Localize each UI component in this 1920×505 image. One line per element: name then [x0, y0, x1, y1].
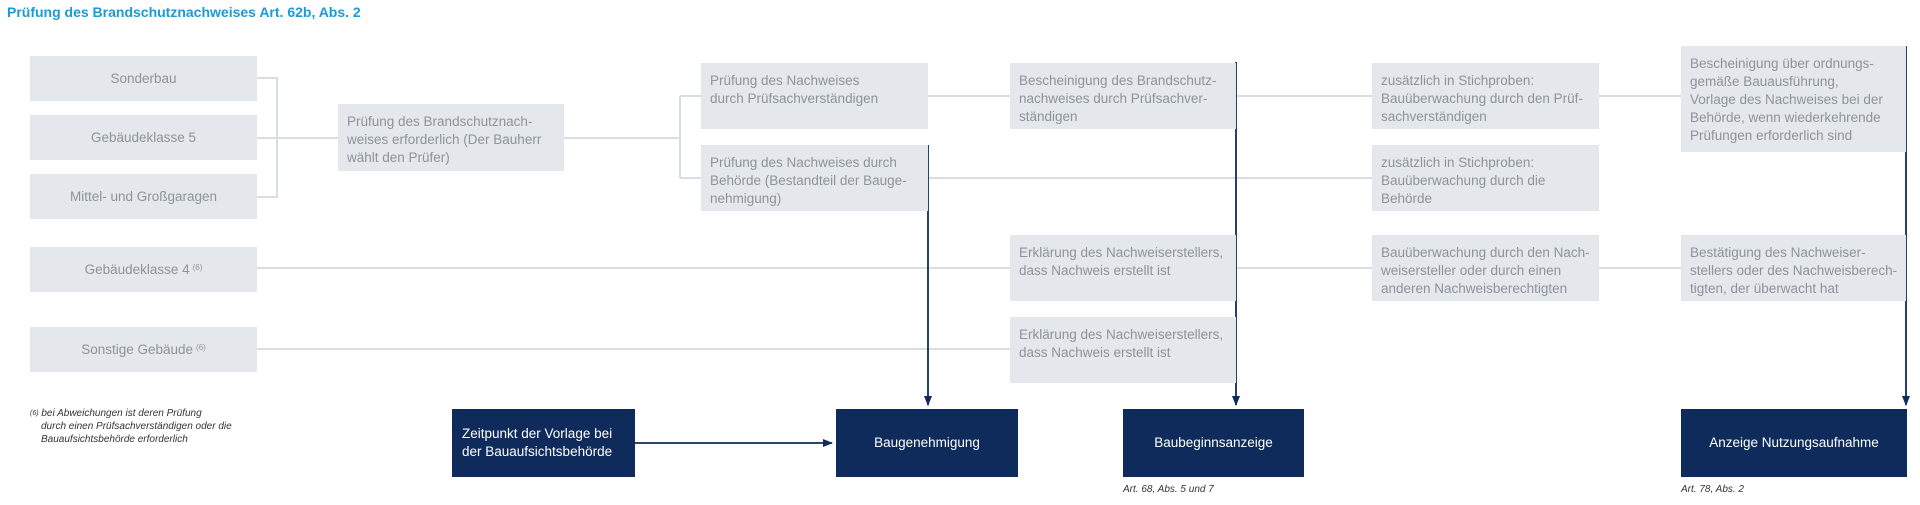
category-sonderbau-label: Sonderbau	[110, 70, 177, 86]
step-bescheinigung-prufsachverstaendiger: Bescheinigung des Brandschutz- nachweise…	[1010, 63, 1236, 129]
step-stichprobe-prufsachverstaendiger: zusätzlich in Stichproben: Bauüberwachun…	[1372, 63, 1599, 129]
step-text-line: Behörde	[1381, 191, 1433, 206]
step-text-line: gemäße Bauausführung,	[1690, 74, 1839, 89]
category-gk5-label: Gebäudeklasse 5	[90, 129, 197, 145]
step-pruefer-erforderlich: Prüfung des Brandschutznach- weises erfo…	[338, 104, 564, 171]
step-text-line: weisersteller oder durch einen	[1381, 263, 1562, 278]
footnote-number: (6)	[30, 410, 39, 417]
milestone-baugenehmigung: Baugenehmigung	[836, 409, 1018, 477]
step-text-line: Erklärung des Nachweiserstellers,	[1019, 245, 1224, 260]
step-bestaetigung-nachweisersteller: Bestätigung des Nachweiser- stellers ode…	[1681, 235, 1906, 301]
step-text-line: Bescheinigung über ordnungs-	[1690, 56, 1874, 71]
step-text-line: Bauüberwachung durch die	[1381, 173, 1546, 188]
step-text-line: Prüfung des Brandschutznach-	[347, 114, 533, 129]
category-garagen: Mittel- und Großgaragen	[30, 174, 257, 219]
category-sonderbau: Sonderbau	[30, 56, 257, 101]
step-stichprobe-behoerde: zusätzlich in Stichproben: Bauüberwachun…	[1372, 145, 1599, 211]
milestone-nutzungsaufnahme: Anzeige Nutzungsaufnahme	[1681, 409, 1907, 477]
step-text-line: zusätzlich in Stichproben:	[1381, 73, 1535, 88]
step-text-line: wählt den Prüfer)	[347, 150, 450, 165]
step-text-line: ständigen	[1019, 109, 1078, 124]
step-pruefung-prufsachverstaendiger: Prüfung des Nachweises durch Prüfsachver…	[701, 63, 928, 129]
step-text-line: Bescheinigung des Brandschutz-	[1019, 73, 1217, 88]
footnote-mark: (6)	[192, 262, 203, 272]
step-text-line: zusätzlich in Stichproben:	[1381, 155, 1535, 170]
category-gebaeudeklasse-4: Gebäudeklasse 4(6)	[30, 247, 257, 292]
step-bescheinigung-bauausfuehrung: Bescheinigung über ordnungs- gemäße Baua…	[1681, 46, 1906, 152]
step-text-line: tigten, der überwacht hat	[1690, 281, 1839, 296]
footnote-line: Bauaufsichtsbehörde erforderlich	[41, 434, 188, 445]
milestone-text-line: Zeitpunkt der Vorlage bei	[462, 426, 613, 441]
step-text-line: nachweises durch Prüfsachver-	[1019, 91, 1208, 106]
step-text-line: Bauüberwachung durch den Prüf-	[1381, 91, 1583, 106]
step-text-line: Vorlage des Nachweises bei der	[1690, 92, 1883, 107]
step-text-line: Prüfungen erforderlich sind	[1690, 128, 1853, 143]
milestone-baugenehmigung-label: Baugenehmigung	[874, 435, 980, 450]
step-erklaerung-nachweisersteller-2: Erklärung des Nachweiserstellers, dass N…	[1010, 317, 1236, 383]
step-text-line: dass Nachweis erstellt ist	[1019, 345, 1171, 360]
page-title: Prüfung des Brandschutznachweises Art. 6…	[7, 4, 361, 20]
footnote-line: durch einen Prüfsachverständigen oder di…	[41, 421, 232, 432]
step-text-line: durch Prüfsachverständigen	[710, 91, 879, 106]
category-sonstige-gebaeude: Sonstige Gebäude(6)	[30, 327, 257, 372]
category-garagen-label: Mittel- und Großgaragen	[69, 188, 218, 204]
step-text-line: dass Nachweis erstellt ist	[1019, 263, 1171, 278]
category-gk4-label: Gebäudeklasse 4	[84, 261, 190, 277]
milestone-baubeginnsanzeige: Baubeginnsanzeige	[1123, 409, 1304, 477]
footnote-line: bei Abweichungen ist deren Prüfung	[41, 408, 202, 419]
step-erklaerung-nachweisersteller-1: Erklärung des Nachweiserstellers, dass N…	[1010, 235, 1236, 301]
step-pruefung-behoerde: Prüfung des Nachweises durch Behörde (Be…	[701, 145, 928, 211]
footnote-mark: (6)	[196, 342, 206, 352]
step-text-line: anderen Nachweisberechtigten	[1381, 281, 1568, 296]
step-text-line: weises erforderlich (Der Bauherr	[347, 132, 542, 147]
category-sonstige-label: Sonstige Gebäude	[81, 341, 194, 357]
step-text-line: Bestätigung des Nachweiser-	[1690, 245, 1866, 260]
milestone-zeitpunkt-vorlage: Zeitpunkt der Vorlage bei der Bauaufsich…	[452, 409, 635, 477]
step-text-line: Behörde, wenn wiederkehrende	[1690, 110, 1881, 125]
milestone-text-line: der Bauaufsichtsbehörde	[462, 444, 613, 459]
reference-nutzung: Art. 78, Abs. 2	[1681, 484, 1744, 495]
step-text-line: Bauüberwachung durch den Nach-	[1381, 245, 1590, 260]
step-text-line: sachverständigen	[1381, 109, 1487, 124]
reference-baubeginn: Art. 68, Abs. 5 und 7	[1123, 484, 1214, 495]
milestone-nutzung-label: Anzeige Nutzungsaufnahme	[1709, 435, 1879, 450]
step-text-line: Prüfung des Nachweises durch	[710, 155, 897, 170]
step-text-line: Erklärung des Nachweiserstellers,	[1019, 327, 1224, 342]
step-bauueberwachung-nachweisersteller: Bauüberwachung durch den Nach- weiserste…	[1372, 235, 1599, 301]
step-text-line: nehmigung)	[710, 191, 782, 206]
step-text-line: Behörde (Bestandteil der Bauge-	[710, 173, 907, 188]
milestone-baubeginn-label: Baubeginnsanzeige	[1154, 435, 1273, 450]
footnote: (6) bei Abweichungen ist deren Prüfung d…	[30, 407, 232, 446]
category-gebaeudeklasse-5: Gebäudeklasse 5	[30, 115, 257, 160]
step-text-line: stellers oder des Nachweisberech-	[1690, 263, 1898, 278]
step-text-line: Prüfung des Nachweises	[710, 73, 860, 88]
